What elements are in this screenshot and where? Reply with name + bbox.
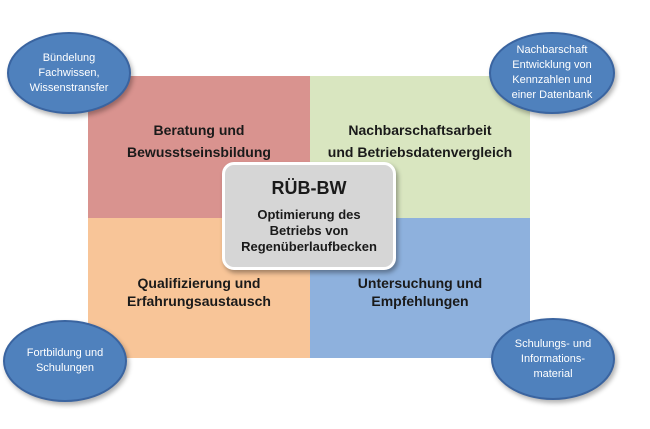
quadrant-label: Empfehlungen bbox=[371, 293, 469, 309]
ellipse-fortbildung: Fortbildung und Schulungen bbox=[3, 320, 127, 402]
quadrant-beratung: Beratung und Bewusstseinsbildung bbox=[88, 76, 310, 218]
ellipse-text: Schulungs- und bbox=[514, 337, 592, 350]
center-subtitle: Optimierung des Betriebs von Regenüberla… bbox=[225, 207, 393, 255]
quadrant-untersuchung: Untersuchung und Empfehlungen bbox=[310, 218, 530, 358]
ellipse-schulungsmaterial: Schulungs- und Informations- material bbox=[491, 318, 615, 400]
quadrant-label: Erfahrungsaustausch bbox=[127, 293, 271, 309]
ellipse-nachbarschaft: Nachbarschaft Entwicklung von Kennzahlen… bbox=[489, 32, 615, 114]
ellipse-text: Wissenstransfer bbox=[29, 81, 109, 94]
quadrant-label: Bewusstseinsbildung bbox=[127, 144, 271, 160]
ellipse-text: Fachwissen, bbox=[38, 66, 100, 79]
center-title: RÜB-BW bbox=[271, 178, 347, 198]
center-subtitle-line: Betriebs von bbox=[269, 223, 349, 238]
ellipse-text: material bbox=[533, 367, 573, 380]
center-subtitle-line: Regenüberlaufbecken bbox=[241, 239, 377, 254]
quadrant-label: Beratung und bbox=[153, 122, 245, 138]
ellipse-text: Kennzahlen und bbox=[512, 74, 592, 86]
center-subtitle-line: Optimierung des bbox=[257, 207, 361, 222]
quadrant-label: Qualifizierung und bbox=[137, 275, 261, 291]
center-box: RÜB-BW Optimierung des Betriebs von Rege… bbox=[222, 162, 396, 270]
ellipse-text: Bündelung bbox=[42, 51, 96, 64]
ellipse-text: Informations- bbox=[520, 352, 586, 365]
quadrant-nachbarschaftsarbeit: Nachbarschaftsarbeit und Betriebsdatenve… bbox=[310, 76, 530, 218]
quadrant-label: Untersuchung und bbox=[357, 275, 483, 291]
ellipse-text: einer Datenbank bbox=[511, 89, 593, 101]
ellipse-text: Fortbildung und bbox=[26, 347, 104, 359]
ellipse-text: Entwicklung von bbox=[512, 59, 592, 71]
quadrant-label: Nachbarschaftsarbeit bbox=[348, 122, 492, 138]
quadrant-label: und Betriebsdatenvergleich bbox=[327, 144, 513, 160]
ellipse-text: Schulungen bbox=[35, 362, 95, 374]
ellipse-buendelung: Bündelung Fachwissen, Wissenstransfer bbox=[7, 32, 131, 114]
ellipse-text: Nachbarschaft bbox=[516, 44, 588, 56]
